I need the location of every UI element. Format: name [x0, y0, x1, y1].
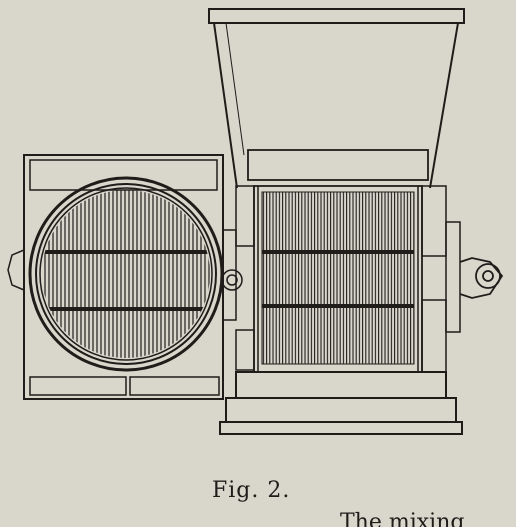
right-drum — [247, 149, 461, 373]
shackle — [459, 257, 504, 299]
figure-caption: Fig. 2. — [212, 478, 291, 503]
base — [219, 371, 463, 435]
hopper — [208, 8, 465, 189]
circular-screen — [28, 176, 224, 372]
coupling — [221, 185, 255, 371]
running-text: The mixing — [340, 510, 465, 527]
